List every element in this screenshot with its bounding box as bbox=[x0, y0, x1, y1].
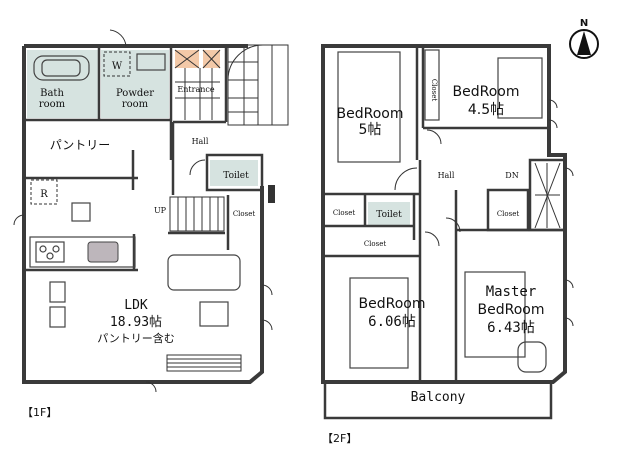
bedroom606-label: BedRoom bbox=[359, 296, 426, 312]
entrance-tile-x bbox=[174, 49, 221, 69]
bed-bedroom5 bbox=[337, 51, 401, 163]
stairs-down bbox=[534, 162, 561, 229]
pantry-label: パントリー bbox=[50, 138, 111, 152]
closet-1f-label: Closet bbox=[233, 210, 256, 218]
bedroom606-size: 6.06帖 bbox=[368, 314, 416, 330]
toilet-2f-fill bbox=[368, 202, 410, 225]
porch-steps bbox=[227, 44, 289, 126]
tv-board bbox=[166, 354, 242, 372]
bedroom5-label: BedRoom bbox=[337, 106, 404, 122]
powder-room-label-1: Powder bbox=[116, 88, 154, 99]
dining-chair bbox=[49, 281, 66, 303]
fridge-label: R bbox=[40, 189, 48, 200]
doors-1f bbox=[13, 29, 273, 393]
kitchen-counter bbox=[29, 236, 136, 268]
entrance-grid bbox=[175, 68, 220, 120]
floor-1: Bath room Powder room W Entrance Hall パン… bbox=[13, 29, 289, 419]
bedroom45-size: 4.5帖 bbox=[468, 102, 504, 118]
coffee-table bbox=[199, 301, 229, 327]
floor-2-label: 【2F】 bbox=[322, 432, 357, 445]
bathtub bbox=[33, 55, 90, 81]
stairs-down-label: DN bbox=[505, 171, 518, 180]
toilet-1f-label: Toilet bbox=[223, 171, 249, 181]
bed-bedroom45 bbox=[497, 57, 543, 119]
balcony-label: Balcony bbox=[411, 390, 466, 405]
closet-2f-d-label: Closet bbox=[497, 210, 520, 218]
hall-1f-label: Hall bbox=[192, 137, 209, 146]
vanity-sink bbox=[136, 53, 166, 71]
ldk-size: 18.93帖 bbox=[110, 315, 162, 330]
toilet-2f-label: Toilet bbox=[376, 210, 402, 220]
closet-2f-a-label: Closet bbox=[430, 79, 438, 102]
sofa bbox=[167, 254, 241, 291]
bed-master bbox=[464, 271, 526, 358]
hall-2f-label: Hall bbox=[438, 171, 455, 180]
toilet-1f-fill bbox=[210, 160, 258, 186]
bathtub-inner bbox=[41, 59, 81, 77]
powder-room-fill bbox=[101, 50, 169, 118]
closet-2f-c-label: Closet bbox=[364, 240, 387, 248]
doors-2f bbox=[394, 99, 574, 327]
master-label-1: Master bbox=[486, 284, 537, 300]
exterior-meter bbox=[268, 185, 275, 203]
range-hood bbox=[71, 202, 91, 222]
bathroom-label-2: room bbox=[39, 99, 66, 110]
master-label-2: BedRoom bbox=[478, 302, 545, 318]
bedroom5-size: 5帖 bbox=[359, 122, 382, 138]
north-arrow-icon: N bbox=[569, 18, 599, 59]
north-label: N bbox=[580, 18, 588, 29]
master-size: 6.43帖 bbox=[487, 320, 535, 336]
fridge-space bbox=[30, 179, 58, 205]
floor-1-label: 【1F】 bbox=[22, 406, 57, 419]
stairs-up bbox=[169, 196, 225, 232]
bathroom-label-1: Bath bbox=[40, 88, 64, 99]
bathroom-fill bbox=[27, 50, 98, 118]
kitchen-sink bbox=[87, 241, 119, 263]
entrance-label: Entrance bbox=[177, 85, 214, 94]
powder-room-label-2: room bbox=[122, 99, 149, 110]
ldk-note: パントリー含む bbox=[97, 331, 175, 345]
stairs-up-label: UP bbox=[154, 206, 167, 215]
bed-bedroom606 bbox=[349, 277, 409, 369]
closet-2f-b-label: Closet bbox=[333, 209, 356, 217]
dining-chair bbox=[49, 306, 66, 328]
chair-master bbox=[517, 341, 547, 373]
ldk-label: LDK bbox=[124, 298, 148, 313]
washer-space bbox=[103, 51, 131, 77]
stove bbox=[35, 241, 65, 263]
floor-2: BedRoom 5帖 BedRoom 4.5帖 Closet Closet Cl… bbox=[321, 44, 574, 445]
closet-bedroom45 bbox=[424, 49, 440, 121]
washer-label: W bbox=[112, 61, 123, 72]
bedroom45-label: BedRoom bbox=[453, 84, 520, 100]
